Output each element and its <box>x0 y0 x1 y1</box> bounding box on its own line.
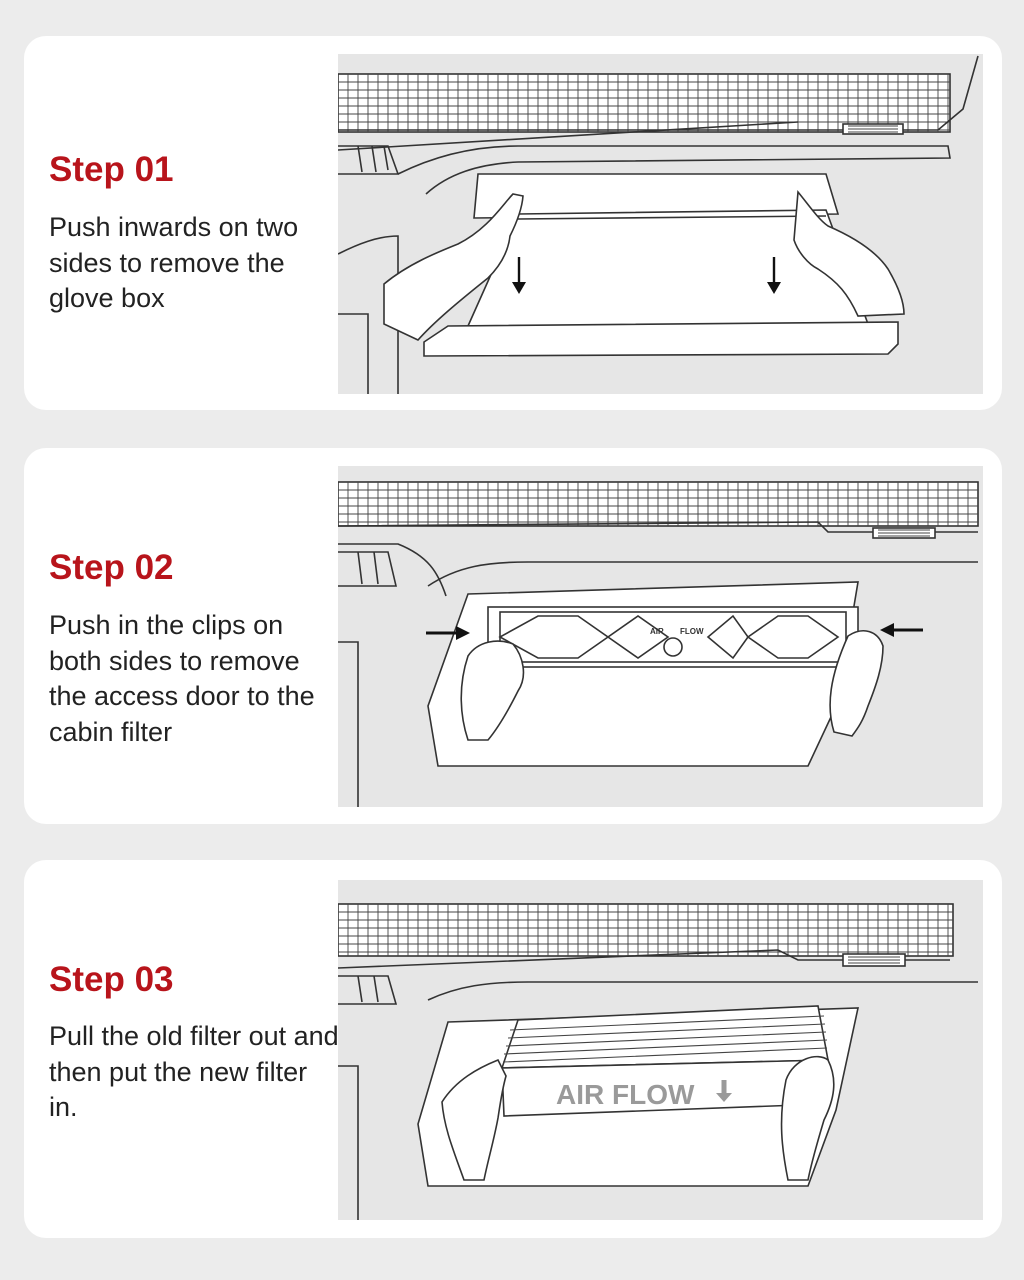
step-3-card: Step 03 Pull the old filter out and then… <box>24 860 1002 1238</box>
dashboard-vent-grid <box>338 903 954 957</box>
step-1-description: Push inwards on two sides to remove the … <box>49 212 299 313</box>
air-label: AIR <box>650 627 664 636</box>
step-3-illustration: AIR FLOW <box>338 880 983 1220</box>
step-2-title: Step 02 <box>49 548 174 587</box>
step-2-description: Push in the clips on both sides to remov… <box>49 610 315 747</box>
dashboard-vent-grid <box>338 481 979 527</box>
flow-label: FLOW <box>680 627 704 636</box>
dashboard-vent-grid <box>338 73 951 133</box>
step-3-title: Step 03 <box>49 960 174 999</box>
step-1-illustration <box>338 54 983 394</box>
step-2-card: Step 02 Push in the clips on both sides … <box>24 448 1002 824</box>
step-2-illustration: AIR FLOW <box>338 466 983 807</box>
step-1-title: Step 01 <box>49 150 174 189</box>
air-flow-label: AIR FLOW <box>556 1079 695 1110</box>
step-3-description: Pull the old filter out and then put the… <box>49 1021 339 1122</box>
step-1-card: Step 01 Push inwards on two sides to rem… <box>24 36 1002 410</box>
